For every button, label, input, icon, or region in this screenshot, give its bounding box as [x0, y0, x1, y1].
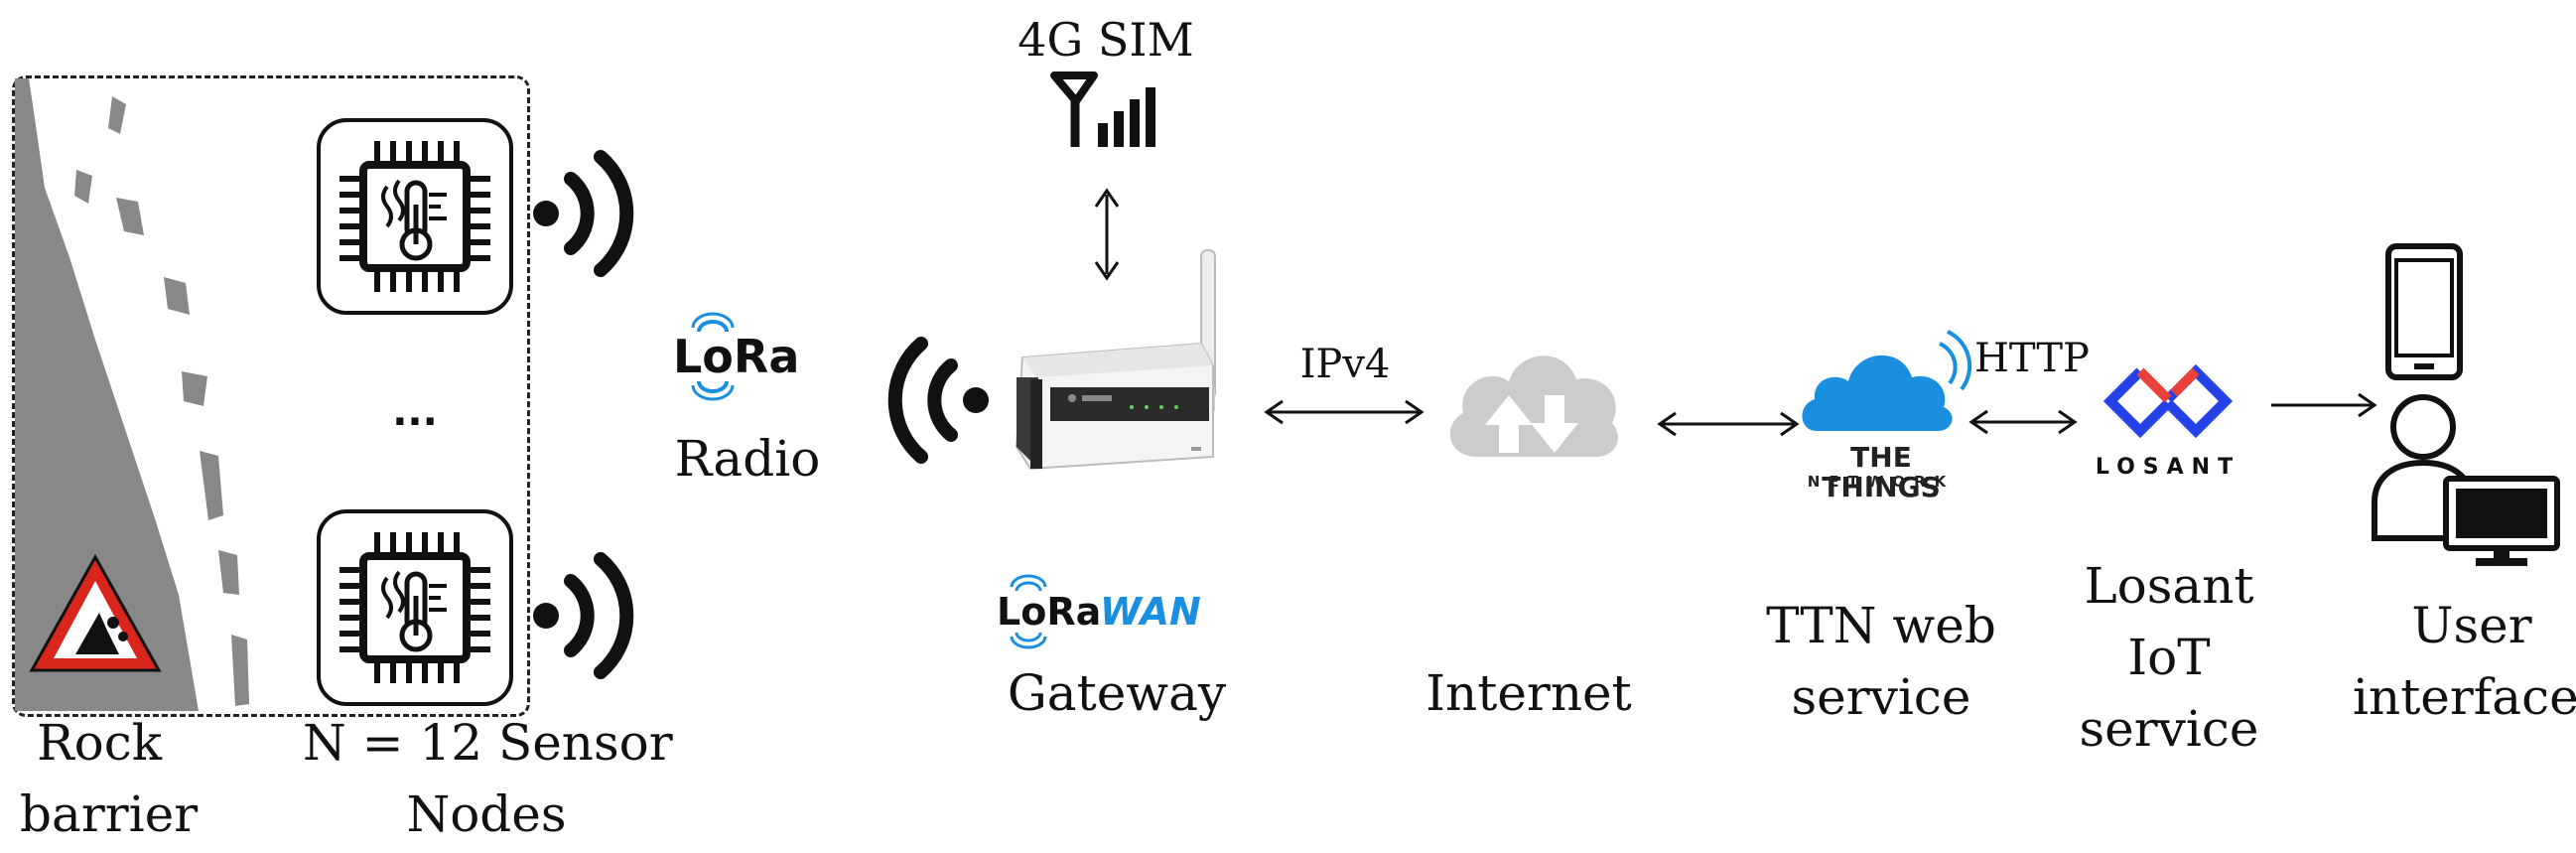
ttn-logo-line2: NETWORK [1807, 473, 1956, 491]
user-label-line1: User [2411, 597, 2532, 654]
sim-label: 4G SIM [1017, 13, 1194, 67]
sensor-chip-icon [317, 118, 513, 315]
sensor-group-box [12, 75, 530, 717]
smartphone-icon [2385, 243, 2463, 380]
monitor-icon [2443, 476, 2560, 566]
ttn-label-line2: service [1791, 668, 1971, 726]
losant-logo-text: LOSANT [2095, 455, 2241, 480]
sensor-chip-icon [317, 509, 513, 706]
losant-label-line2: IoT [2127, 629, 2211, 686]
losant-label-line3: service [2079, 700, 2259, 758]
lora-logo-text: LoRa [673, 330, 800, 383]
sensor-nodes-label-line1: N = 12 Sensor [303, 714, 673, 772]
sensor-ellipsis: ... [392, 389, 438, 435]
ttn-cloud-icon [1802, 330, 1972, 431]
cloud-upload-download-icon [1449, 355, 1619, 458]
sensor-nodes-label-line2: Nodes [406, 785, 567, 843]
rock-barrier-graphic [15, 78, 249, 711]
ttn-logo-line1: THE THINGS [1822, 441, 1941, 503]
wireless-signal-icon [887, 337, 989, 464]
ttn-losant-arrow [1968, 409, 2078, 435]
lorawan-logo-lora: LoRa [997, 590, 1102, 634]
sim-gateway-arrow [1094, 188, 1120, 281]
ttn-label-line1: TTN web [1766, 597, 1996, 654]
user-label-line2: interface [2353, 668, 2576, 726]
antenna-signal-icon [1050, 71, 1155, 147]
wireless-signal-icon [533, 552, 634, 679]
lorawan-logo-wan: WAN [1100, 590, 1201, 634]
lorawan-logo: LoRa WAN [995, 574, 1243, 649]
losant-label-line1: Losant [2084, 557, 2254, 615]
losant-logo-icon [2102, 363, 2234, 439]
wireless-signal-icon [533, 150, 634, 277]
gateway-device-icon [1015, 249, 1216, 471]
rock-barrier-label-line1: Rock [36, 714, 163, 772]
rock-barrier-label-line2: barrier [20, 785, 199, 843]
internet-ttn-arrow [1657, 411, 1800, 437]
gateway-internet-arrow [1264, 399, 1424, 425]
internet-label: Internet [1425, 664, 1632, 722]
http-label: HTTP [1974, 336, 2090, 381]
warning-sign-icon [29, 553, 162, 672]
gateway-label: Gateway [1007, 664, 1227, 722]
lorawan-logo-waves [1010, 574, 1047, 649]
ipv4-label: IPv4 [1299, 342, 1391, 387]
radio-label: Radio [674, 430, 821, 488]
lora-logo: LoRa [671, 312, 830, 401]
lora-logo-waves [691, 312, 735, 401]
losant-user-arrow [2271, 392, 2377, 418]
